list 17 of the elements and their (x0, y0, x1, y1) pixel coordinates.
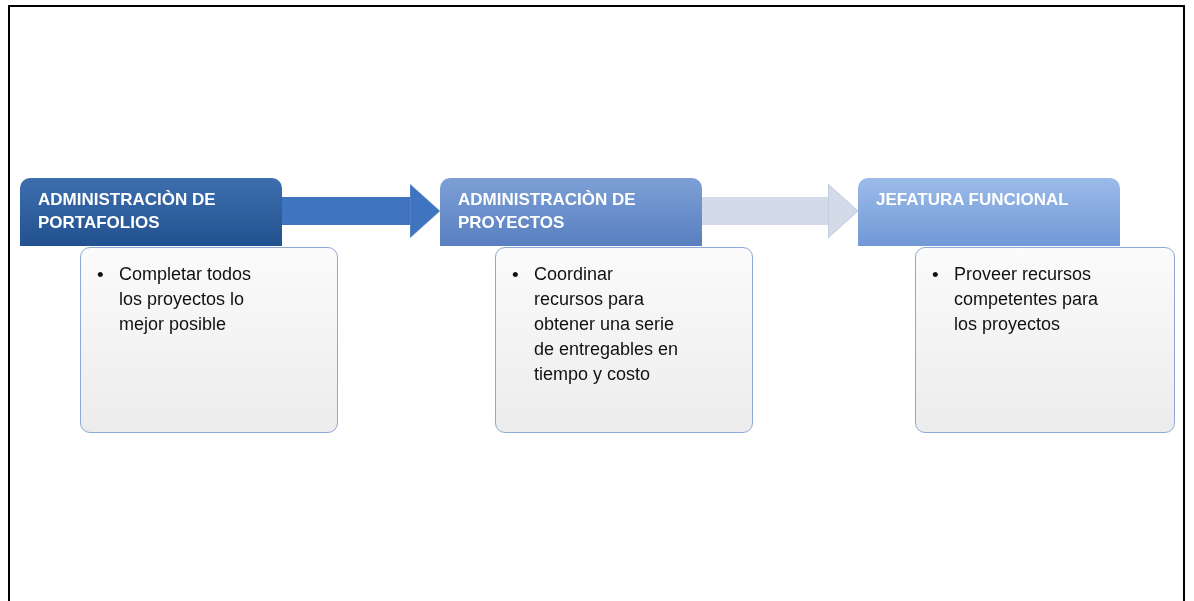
title-box (20, 178, 282, 246)
bullet-mark: • (932, 263, 940, 287)
bullet-mark: • (512, 263, 520, 287)
bullet-text: Coordinar recursos para obtener una serie de entregables en tiempo y costo (534, 263, 680, 386)
title-box (858, 178, 1120, 246)
bullet-text: Completar todos los proyectos lo mejor posible (119, 263, 253, 336)
text-card (915, 247, 1175, 433)
heading-text: JEFATURA FUNCIONAL (876, 189, 1070, 211)
bullet-text: Proveer recursos competentes para los proyectos (954, 263, 1100, 336)
title-box (440, 178, 702, 246)
block-arrow (282, 183, 441, 239)
block-arrow (702, 183, 859, 239)
heading-text: ADMINISTRACIÒN DE PROYECTOS (458, 189, 637, 234)
text-card (495, 247, 753, 433)
heading-text: ADMINISTRACIÒN DE PORTAFOLIOS (38, 189, 217, 234)
bullet-mark: • (97, 263, 105, 287)
text-card (80, 247, 338, 433)
